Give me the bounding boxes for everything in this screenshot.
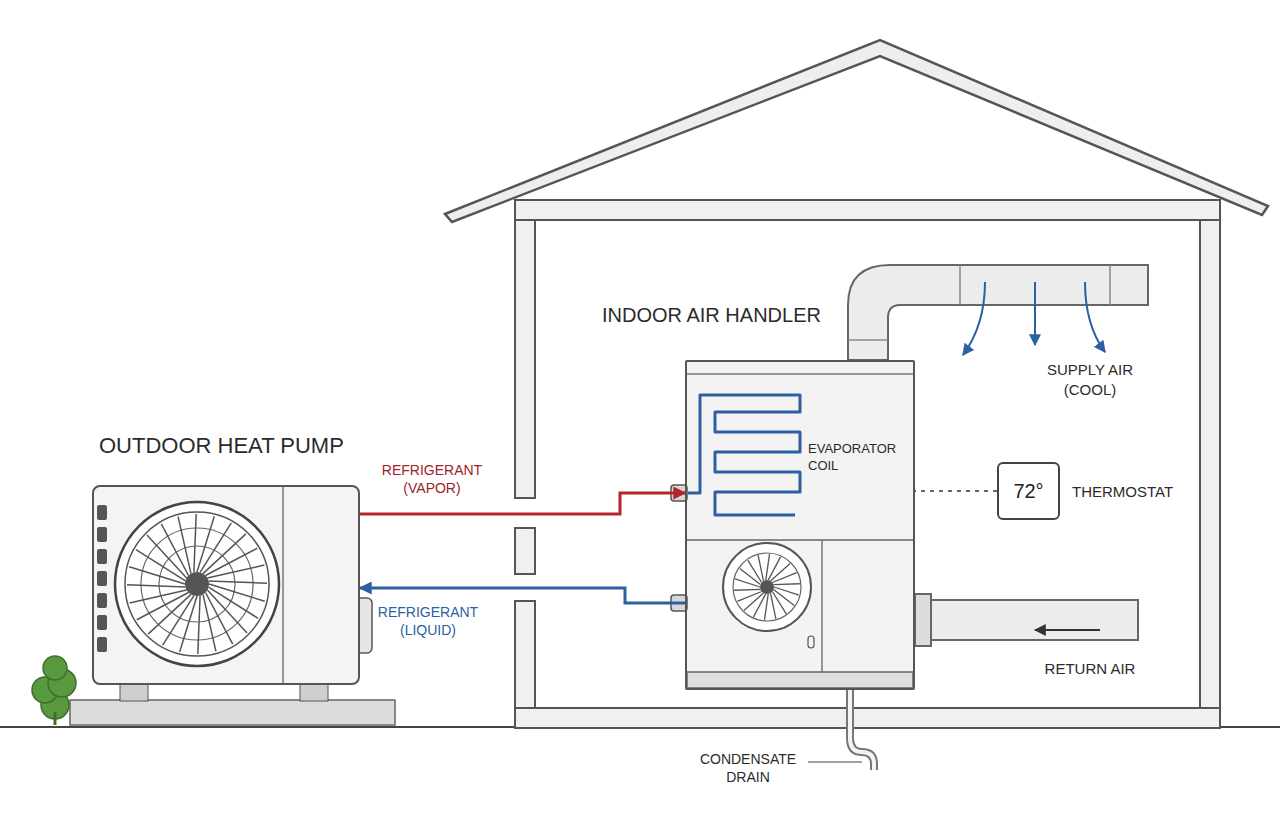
drain-label: CONDENSATE DRAIN <box>690 750 806 786</box>
air-handler-body <box>685 360 915 690</box>
edge-label: REFRIGERANT (LIQUID) <box>363 603 493 639</box>
coil-label: EVAPORATOR COIL <box>808 441 908 475</box>
air-handler-box: INDOOR AIR HANDLER <box>685 360 915 690</box>
thermostat-reading: 72° <box>1013 480 1043 503</box>
unit-heading: OUTDOOR HEAT PUMP <box>99 433 344 459</box>
outdoor-unit-box: OUTDOOR HEAT PUMP <box>92 485 360 685</box>
unit-heading: INDOOR AIR HANDLER <box>602 304 821 327</box>
concrete-pad <box>70 700 395 725</box>
supply-air-label: SUPPLY AIR (COOL) <box>1030 360 1150 399</box>
return-air-label: RETURN AIR <box>1030 659 1150 679</box>
house <box>445 40 1268 728</box>
thermostat-heading: THERMOSTAT <box>1072 483 1173 500</box>
supply-duct <box>848 265 1148 360</box>
condensate-drain-pipe <box>808 690 874 770</box>
evaporator-coil <box>688 395 800 515</box>
thermostat-link <box>915 490 997 492</box>
edge-label: REFRIGERANT (VAPOR) <box>367 461 497 497</box>
bush <box>32 656 76 725</box>
liquid-line <box>360 588 685 603</box>
outdoor-unit <box>92 485 372 701</box>
thermostat-box: 72°THERMOSTAT <box>997 462 1060 520</box>
return-duct <box>915 594 1138 646</box>
supply-air-arrows <box>963 282 1105 355</box>
